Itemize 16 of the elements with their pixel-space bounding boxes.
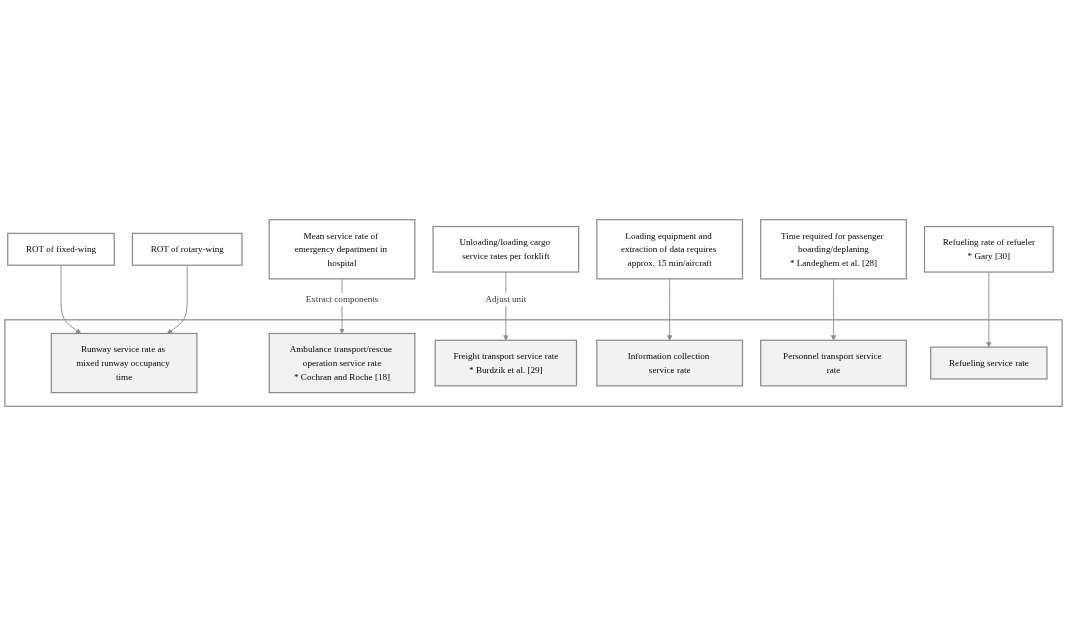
node-box: Refueling rate of refueler * Gary [30] <box>923 225 1054 273</box>
node-box: ROT of rotary-wing <box>131 232 243 266</box>
node-box: Ambulance transport/rescue operation service rate * Cochran and Roche [18] <box>268 332 416 394</box>
node-box: Time required for passenger boarding/deplaning * Landeghem et al. [28] <box>760 219 907 280</box>
node-box: Information collection service rate <box>596 339 744 387</box>
node-box: Runway service rate as mixed runway occupancy time <box>50 332 198 394</box>
node-box: Refueling service rate <box>930 346 1048 380</box>
node-box: Personnel transport service rate <box>760 339 907 387</box>
node-box: Mean service rate of emergency department in hospital <box>268 219 416 280</box>
node-box: Freight transport service rate * Burdzik et al. [29] <box>434 339 578 387</box>
edge-label: Extract components <box>305 294 379 305</box>
node-box: Unloading/loading cargo service rates per forklift <box>432 225 580 273</box>
node-box: Loading equipment and extraction of data requires approx. 15 min/aircraft <box>596 219 744 280</box>
node-box: ROT of fixed-wing <box>7 232 115 266</box>
cluster <box>4 319 1063 407</box>
edge-label: Adjust unit <box>485 294 527 305</box>
